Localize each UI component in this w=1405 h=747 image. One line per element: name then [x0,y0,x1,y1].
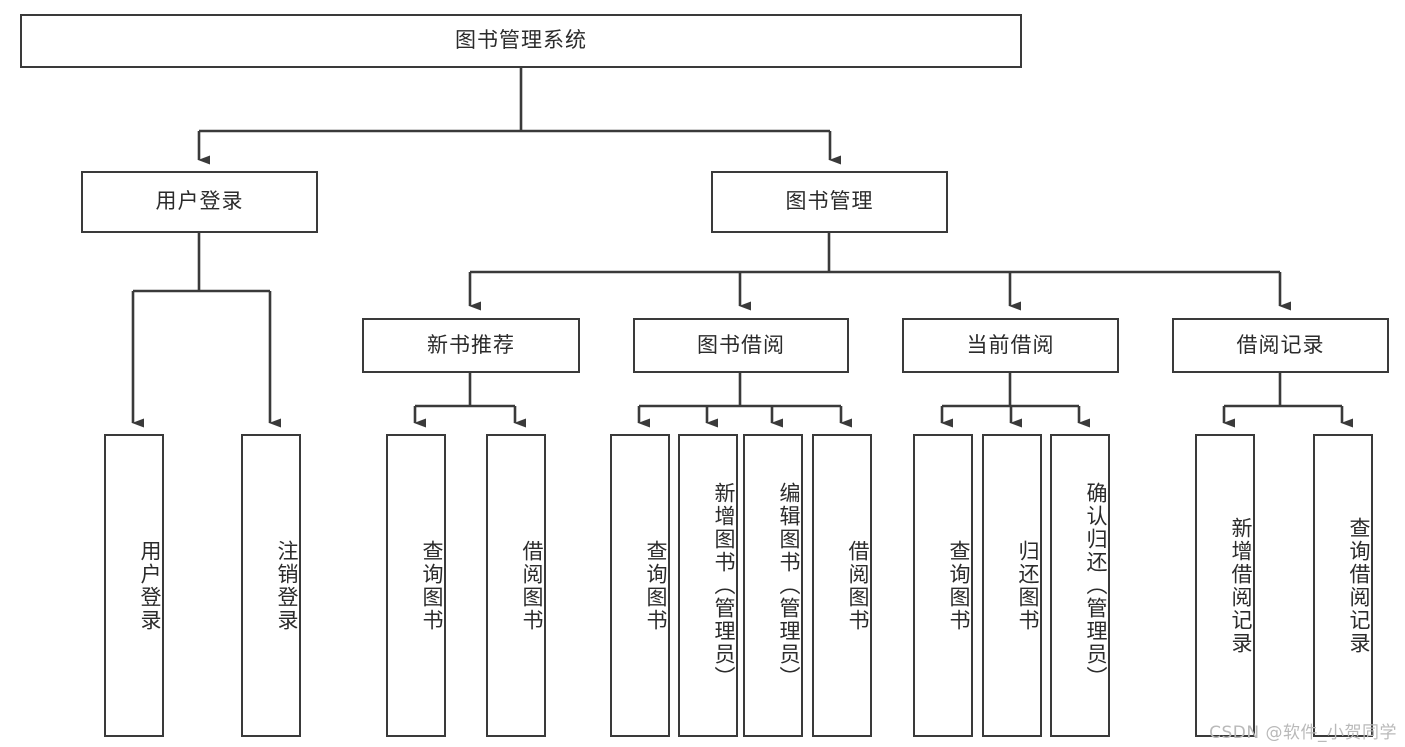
node-label: 归还图书 [1016,539,1040,632]
node-label: 查询图书 [947,539,971,632]
node-label: 用户登录 [155,189,244,214]
node-label: 借阅记录 [1236,332,1325,357]
leaf-user-login-logout[interactable]: 注销登录 [241,434,301,737]
leaf-borrow-edit-book[interactable]: 编辑图书（管理员） [743,434,803,737]
node-label: 新书推荐 [427,332,515,357]
node-label: 确认归还（管理员） [1084,482,1108,689]
leaf-new-book-query[interactable]: 查询图书 [386,434,446,737]
node-book-borrow[interactable]: 图书借阅 [633,318,849,373]
leaf-borrow-add-book[interactable]: 新增图书（管理员） [678,434,738,737]
node-label: 编辑图书（管理员） [777,482,801,689]
leaf-record-query-record[interactable]: 查询借阅记录 [1313,434,1373,737]
node-label: 用户登录 [138,539,162,632]
leaf-current-return-book[interactable]: 归还图书 [982,434,1042,737]
node-label: 查询图书 [644,539,668,632]
node-book-management[interactable]: 图书管理 [711,171,948,233]
node-user-login[interactable]: 用户登录 [81,171,318,233]
node-label: 查询图书 [420,539,444,632]
node-label: 查询借阅记录 [1347,516,1371,655]
node-new-book-recommend[interactable]: 新书推荐 [362,318,580,373]
node-label: 注销登录 [275,539,299,632]
node-label: 借阅图书 [846,539,870,632]
leaf-new-book-borrow[interactable]: 借阅图书 [486,434,546,737]
node-label: 新增借阅记录 [1229,516,1253,655]
leaf-record-add-record[interactable]: 新增借阅记录 [1195,434,1255,737]
leaf-current-query-book[interactable]: 查询图书 [913,434,973,737]
node-borrow-record[interactable]: 借阅记录 [1172,318,1389,373]
node-label: 图书管理系统 [455,28,587,53]
leaf-borrow-query-book[interactable]: 查询图书 [610,434,670,737]
node-label: 借阅图书 [520,539,544,632]
node-root-book-management-system[interactable]: 图书管理系统 [20,14,1022,68]
leaf-borrow-borrow-book[interactable]: 借阅图书 [812,434,872,737]
leaf-user-login-login[interactable]: 用户登录 [104,434,164,737]
node-label: 图书管理 [785,189,874,214]
node-label: 图书借阅 [697,332,785,357]
leaf-current-confirm-return[interactable]: 确认归还（管理员） [1050,434,1110,737]
node-label: 新增图书（管理员） [712,482,736,689]
node-label: 当前借阅 [966,332,1055,357]
node-current-borrow[interactable]: 当前借阅 [902,318,1119,373]
watermark: CSDN @软件_小贺同学 [1209,723,1397,743]
